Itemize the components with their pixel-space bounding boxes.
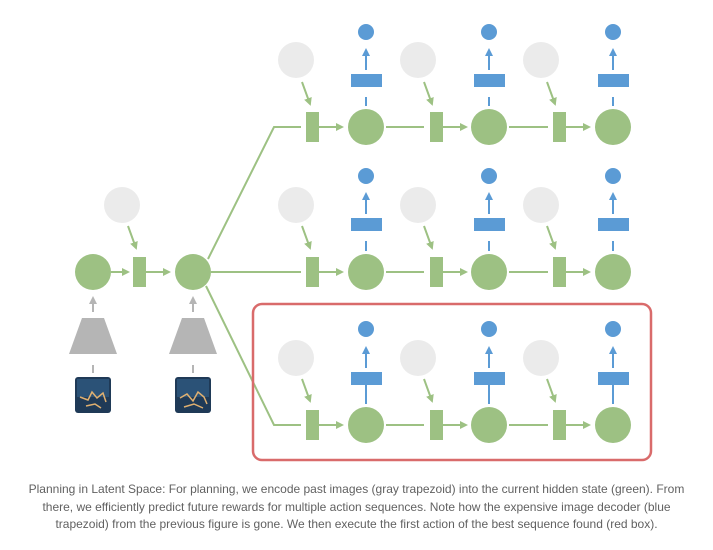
planned-sequence-1 — [278, 24, 631, 145]
action-node — [306, 257, 319, 287]
hidden-state-node — [471, 407, 507, 443]
predicted-reward-node — [481, 168, 497, 184]
hidden-state-node — [471, 109, 507, 145]
hidden-state-node — [348, 254, 384, 290]
hidden-state-node — [348, 109, 384, 145]
image-encoder-trapezoid — [169, 318, 217, 354]
action-node — [306, 112, 319, 142]
stochastic-noise-node — [278, 42, 314, 78]
action-node — [553, 112, 566, 142]
hidden-state-node — [348, 407, 384, 443]
reward-predictor-node — [474, 74, 505, 87]
action-node — [430, 257, 443, 287]
reward-predictor-node — [474, 218, 505, 231]
stochastic-noise-node — [104, 187, 140, 223]
predicted-reward-node — [358, 168, 374, 184]
reward-predictor-node — [351, 218, 382, 231]
stochastic-noise-node — [523, 42, 559, 78]
stochastic-noise-node — [278, 340, 314, 376]
reward-predictor-node — [598, 218, 629, 231]
stochastic-noise-node — [400, 187, 436, 223]
hidden-state-node — [75, 254, 111, 290]
predicted-reward-node — [605, 168, 621, 184]
stochastic-noise-node — [278, 187, 314, 223]
action-node — [553, 410, 566, 440]
reward-predictor-node — [598, 372, 629, 385]
planned-sequence-2 — [278, 168, 631, 290]
action-node — [430, 112, 443, 142]
input-frame-2 — [175, 377, 211, 413]
action-node — [553, 257, 566, 287]
best-sequence-highlight-box — [251, 302, 653, 462]
reward-predictor-node — [598, 74, 629, 87]
action-node — [306, 410, 319, 440]
figure-caption: Planning in Latent Space: For planning, … — [28, 482, 685, 531]
stochastic-noise-node — [523, 340, 559, 376]
reward-predictor-node — [474, 372, 505, 385]
stochastic-noise-node — [400, 42, 436, 78]
hidden-state-node — [595, 254, 631, 290]
action-node — [133, 257, 146, 287]
reward-predictor-node — [351, 74, 382, 87]
stochastic-noise-node — [523, 187, 559, 223]
input-frame-1 — [75, 377, 111, 413]
predicted-reward-node — [481, 24, 497, 40]
hidden-state-node — [595, 407, 631, 443]
current-hidden-state-node — [175, 254, 211, 290]
planned-sequence-3 — [278, 321, 631, 443]
latent-planning-diagram — [69, 24, 653, 462]
image-encoder-trapezoid — [69, 318, 117, 354]
stochastic-noise-node — [400, 340, 436, 376]
branch-connectors — [205, 126, 301, 426]
hidden-state-node — [471, 254, 507, 290]
hidden-state-node — [595, 109, 631, 145]
predicted-reward-node — [358, 321, 374, 337]
predicted-reward-node — [605, 24, 621, 40]
predicted-reward-node — [358, 24, 374, 40]
action-node — [430, 410, 443, 440]
predicted-reward-node — [481, 321, 497, 337]
predicted-reward-node — [605, 321, 621, 337]
encoder-section — [69, 187, 217, 413]
reward-predictor-node — [351, 372, 382, 385]
